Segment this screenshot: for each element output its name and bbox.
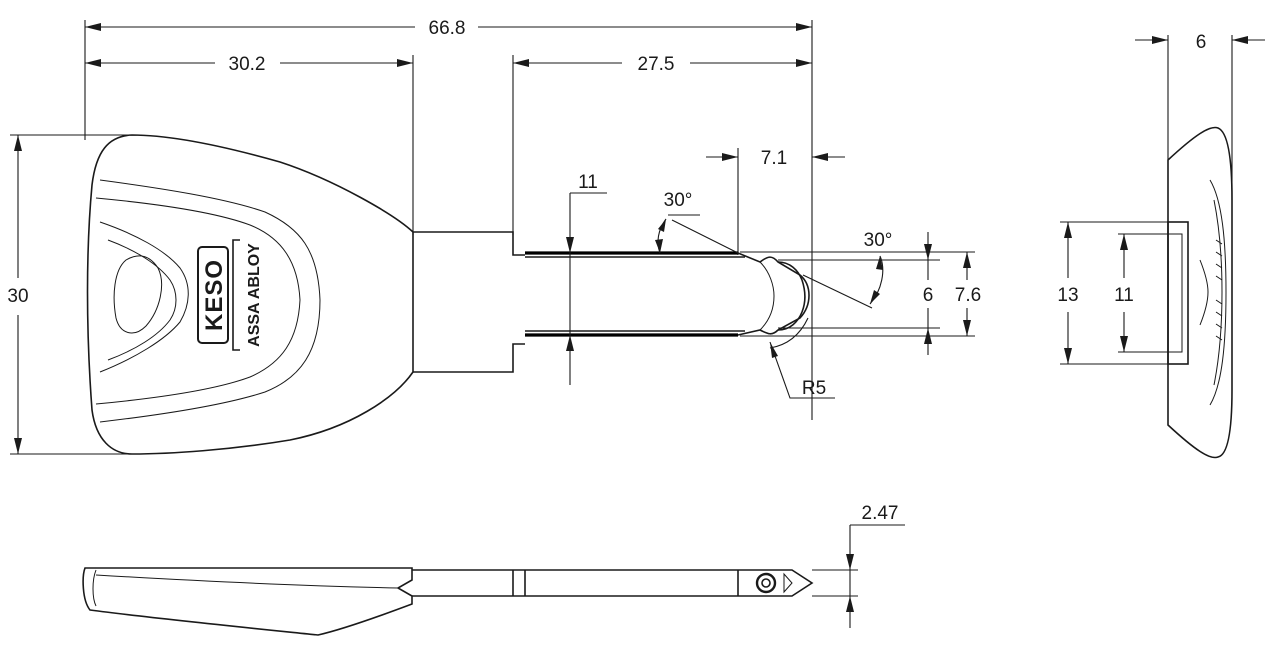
dim-blade-angle: 30° — [664, 190, 693, 211]
dim-tip-angle: 30° — [864, 230, 893, 251]
edge-groove — [512, 570, 526, 596]
head-grip-triangle — [99, 221, 189, 373]
side-outline — [1167, 126, 1233, 459]
key-edge-view — [82, 567, 814, 636]
dim-tip-inner-width: 6 — [923, 285, 934, 306]
dim-groove-position: 11 — [578, 172, 598, 193]
edge-tip-notch — [783, 572, 793, 594]
dim-side-thickness: 6 — [1196, 32, 1207, 53]
head-inner-band-outer — [99, 179, 321, 423]
dimension-labels: 66.8 30.2 27.5 7.1 11 30° 30° 6 7.6 R5 3… — [7, 18, 1206, 524]
edge-head-outline — [82, 567, 413, 636]
dim-head-height: 30 — [7, 286, 28, 307]
logo-company-text: ASSA ABLOY — [246, 243, 263, 347]
side-blade-stub-inner — [1167, 233, 1183, 353]
head-inner-band-inner — [95, 197, 301, 405]
side-inner-2 — [1213, 199, 1223, 386]
dimension-lines — [10, 20, 1265, 628]
dim-tip-length: 7.1 — [761, 148, 787, 169]
key-tip-outline — [737, 252, 810, 336]
key-head-outline — [86, 134, 414, 455]
side-blade-stub-outer — [1167, 221, 1189, 365]
logo-keso-text: KESO — [201, 259, 228, 331]
key-shank-bottom — [413, 343, 525, 373]
grip-indent — [113, 255, 163, 334]
dim-tip-outer-width: 7.6 — [955, 285, 981, 306]
edge-head-inner-2 — [95, 574, 399, 589]
logo-bracket — [232, 239, 240, 351]
edge-shank — [412, 569, 750, 597]
dim-head-length: 30.2 — [229, 54, 266, 75]
logo-company: ASSA ABLOY — [246, 243, 263, 347]
edge-tip — [737, 569, 814, 597]
side-hatch — [1215, 239, 1223, 341]
tip-inner-curve — [759, 261, 775, 331]
side-inner-3 — [1199, 259, 1209, 326]
key-tip-bulb — [777, 261, 806, 331]
logo-keso-box — [197, 246, 229, 344]
side-inner-1 — [1209, 179, 1227, 406]
dim-side-outer-height: 13 — [1057, 285, 1078, 306]
dim-blade-thickness: 2.47 — [862, 503, 899, 524]
dim-tip-radius: R5 — [802, 378, 826, 399]
edge-tip-hole-inner — [761, 578, 771, 588]
head-grip-triangle-inner — [107, 239, 177, 361]
edge-tip-hole-outer — [755, 572, 777, 594]
dim-overall-length: 66.8 — [429, 18, 466, 39]
key-front-view: KESO ASSA ABLOY — [86, 134, 810, 455]
dim-blade-length: 27.5 — [638, 54, 675, 75]
key-side-view — [1167, 126, 1233, 459]
key-shank — [413, 231, 525, 256]
dim-side-inner-height: 11 — [1114, 285, 1134, 306]
edge-head-inner — [92, 569, 97, 607]
logo-badge: KESO — [197, 246, 229, 344]
